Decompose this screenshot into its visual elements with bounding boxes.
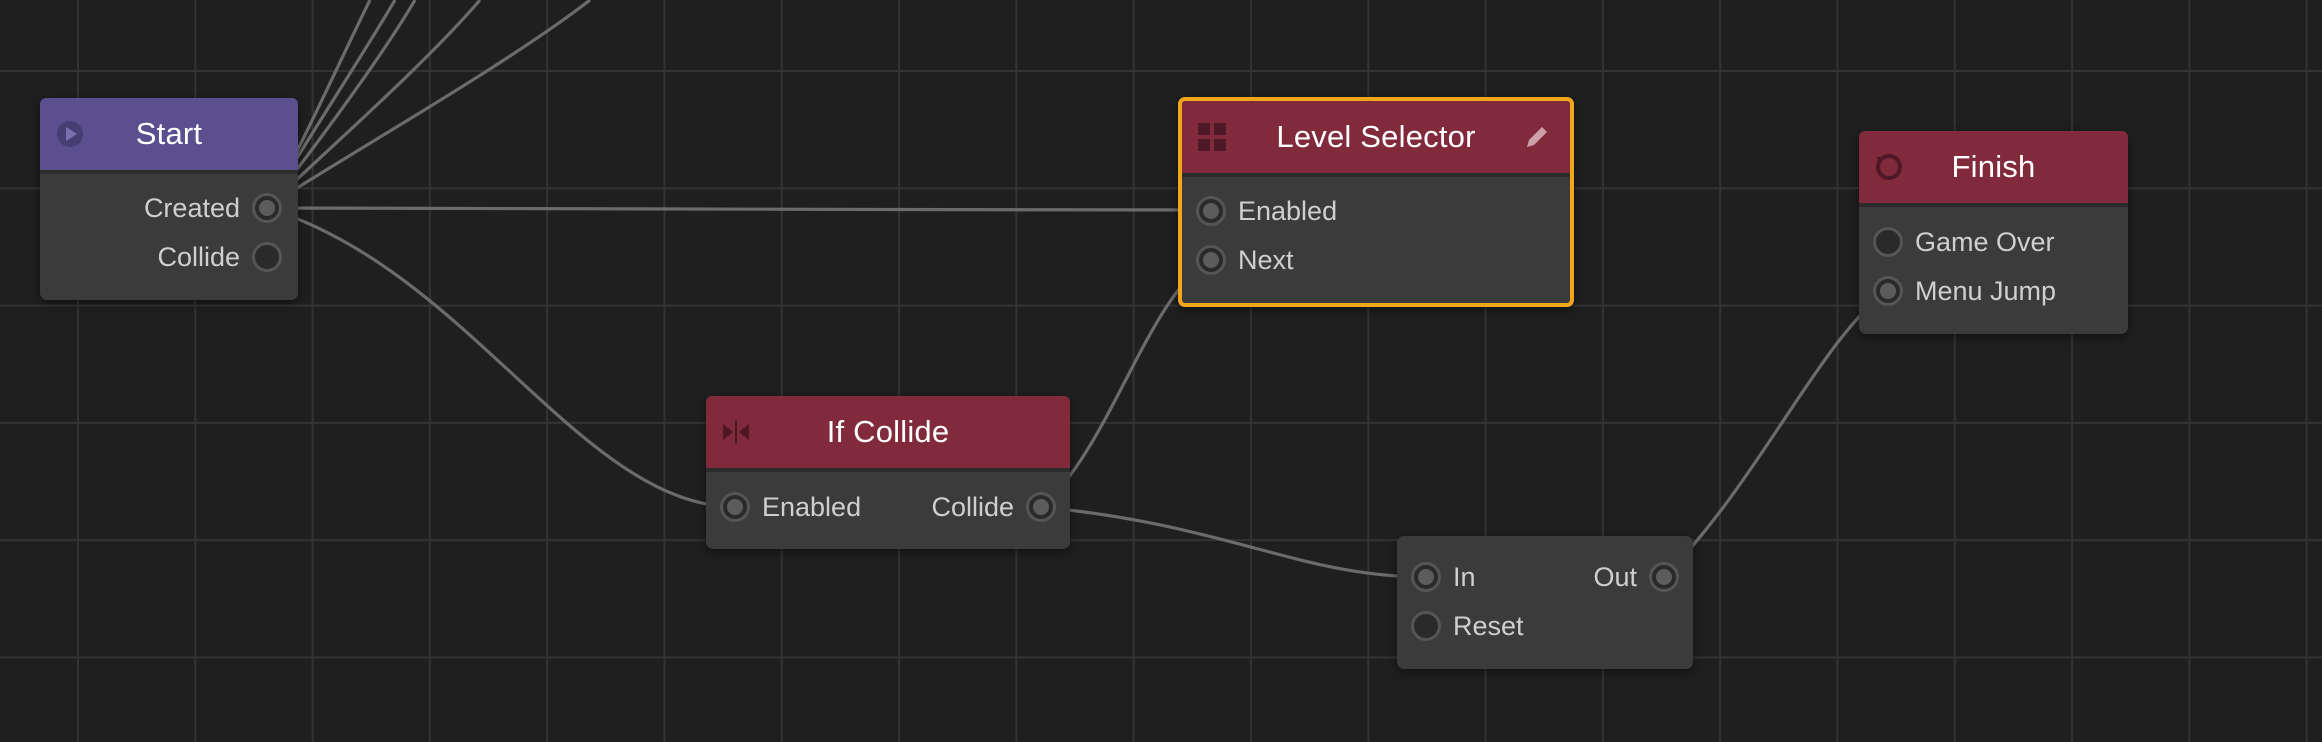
input-port[interactable] <box>1196 196 1226 226</box>
input-port[interactable] <box>1411 611 1441 641</box>
port-label: In <box>1453 561 1476 592</box>
input-port[interactable] <box>1196 245 1226 275</box>
wire-start-created-to-level-enabled <box>266 206 1213 212</box>
port-label: Enabled <box>762 491 862 522</box>
level-selector-node[interactable]: Level Selector <box>1178 97 1574 307</box>
start-node-header[interactable]: Start <box>40 98 298 170</box>
wire-gate-out-to-finish-menujump <box>1662 288 1889 579</box>
port-label: Next <box>1238 244 1294 275</box>
level-selector-input-enabled: Enabled <box>1196 192 1337 230</box>
port-label: Collide <box>157 241 240 272</box>
finish-input-menu-jump: Menu Jump <box>1873 272 2056 310</box>
input-port[interactable] <box>1411 562 1441 592</box>
wire-offscreen-5 <box>266 0 591 210</box>
if-collide-node-header[interactable]: If Collide <box>706 396 1070 468</box>
input-port[interactable] <box>1873 276 1903 306</box>
output-port[interactable] <box>1026 492 1056 522</box>
gate-output-out: Out <box>1560 558 1679 596</box>
finish-node[interactable]: Finish <box>1859 131 2128 334</box>
port-label: Out <box>1593 561 1637 592</box>
port-label: Game Over <box>1915 226 2055 257</box>
level-selector-input-next: Next <box>1196 241 1294 279</box>
collide-icon <box>723 420 749 444</box>
if-collide-node[interactable]: If Collide <box>706 396 1070 549</box>
output-port[interactable] <box>1649 562 1679 592</box>
output-port[interactable] <box>252 242 282 272</box>
port-label: Menu Jump <box>1915 275 2057 306</box>
start-output-created: Created <box>40 189 282 227</box>
if-collide-input-enabled: Enabled <box>720 488 861 526</box>
gate-node[interactable] <box>1397 536 1693 669</box>
port-label: Collide <box>931 491 1014 522</box>
gate-input-in: In <box>1411 558 1476 596</box>
wire-offscreen-4 <box>265 0 482 210</box>
wire-ifcollide-collide-to-gate-in <box>1040 505 1428 579</box>
finish-input-game-over: Game Over <box>1873 223 2055 261</box>
node-title: Level Selector <box>1276 119 1476 154</box>
pencil-icon[interactable] <box>1522 122 1552 152</box>
port-label: Enabled <box>1238 195 1338 226</box>
finish-node-header[interactable]: Finish <box>1859 131 2128 203</box>
puzzle-icon <box>1198 123 1226 151</box>
if-collide-output-collide: Collide <box>880 488 1056 526</box>
gate-input-reset: Reset <box>1411 607 1524 645</box>
node-title: If Collide <box>826 414 950 449</box>
play-icon <box>57 121 83 147</box>
level-selector-node-header[interactable]: Level Selector <box>1182 101 1570 173</box>
node-title: Finish <box>1951 149 2036 184</box>
output-port[interactable] <box>252 193 282 223</box>
node-title: Start <box>135 116 203 151</box>
input-port[interactable] <box>1873 227 1903 257</box>
port-label: Created <box>143 192 240 223</box>
port-label: Reset <box>1453 610 1524 641</box>
restart-icon <box>1876 154 1902 180</box>
input-port[interactable] <box>720 492 750 522</box>
start-output-collide: Collide <box>40 238 282 276</box>
wire-start-created-to-ifcollide-enabled <box>266 206 736 509</box>
